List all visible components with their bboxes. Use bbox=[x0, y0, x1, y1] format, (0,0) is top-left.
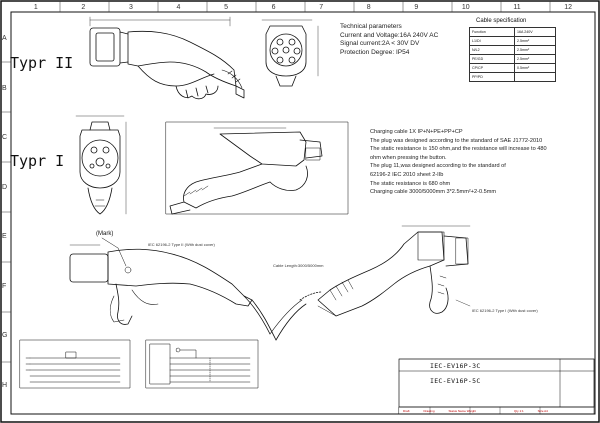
table-cell: PE/GD bbox=[469, 54, 515, 64]
type1-side-view bbox=[165, 121, 349, 215]
description-line: 62196-2 IEC 2010 sheet 2-IIb bbox=[370, 171, 444, 178]
grid-row-labels: A B C D E F G H bbox=[2, 14, 10, 410]
grid-row: D bbox=[2, 183, 8, 191]
grid-row: C bbox=[2, 134, 8, 142]
grid-col: 12 bbox=[564, 4, 573, 11]
grid-col: 4 bbox=[176, 4, 181, 11]
footer-cell: Draft bbox=[403, 408, 410, 413]
type2-front-view bbox=[261, 19, 319, 87]
table-header-cell: Function bbox=[469, 27, 515, 37]
description-line: Charging cable 3000/5000mm 3*2.5mm²+2-0.… bbox=[370, 189, 497, 196]
type2-assembly bbox=[69, 237, 277, 341]
table-cell: PP/PD bbox=[469, 72, 515, 82]
table-row: N/L2 2.5mm² bbox=[469, 45, 556, 55]
table-cell: L1/DI bbox=[469, 36, 515, 46]
grid-col: 8 bbox=[366, 4, 371, 11]
tech-param-line: Current and Voltage:16A 240V AC bbox=[340, 31, 439, 39]
model-number: IEC-EV16P-5C bbox=[430, 377, 481, 385]
grid-col: 9 bbox=[414, 4, 419, 11]
grid-col: 5 bbox=[224, 4, 228, 11]
description-block: Charging cable 1X IP+N+PE+PP+CP The plug… bbox=[370, 129, 547, 196]
grid-row: F bbox=[2, 282, 7, 290]
type2-label: Typr II bbox=[10, 54, 74, 72]
mark-label: (Mark) bbox=[96, 231, 114, 237]
grid-col: 10 bbox=[461, 4, 470, 11]
grid-col: 6 bbox=[271, 4, 276, 11]
tech-param-line: Signal current:2A < 30V DV bbox=[340, 40, 420, 47]
table-row: PE/GD 2.5mm² bbox=[469, 54, 556, 64]
table-cell: 0.5mm² bbox=[514, 63, 556, 73]
wiring-diagram-type1 bbox=[145, 339, 259, 389]
tech-param-line: Protection Degree: IP54 bbox=[340, 48, 410, 56]
grid-column-labels: 1 2 3 4 5 6 7 8 9 10 11 12 bbox=[12, 4, 594, 12]
footer-cell: Drawing bbox=[423, 408, 435, 413]
table-row: PP/PD bbox=[469, 72, 556, 82]
footer-cell: Qty 1:1 bbox=[514, 408, 524, 413]
table-row: Function 16A 240V bbox=[469, 27, 556, 37]
grid-row: A bbox=[2, 35, 7, 43]
grid-row: E bbox=[2, 233, 7, 241]
table-cell: CP/CP bbox=[469, 63, 515, 73]
grid-col: 1 bbox=[33, 4, 38, 11]
description-line: The plug 11,was designed according to th… bbox=[370, 163, 506, 170]
grid-row: G bbox=[2, 332, 8, 340]
description-line: The static resistance is 150 ohm,and the… bbox=[370, 146, 547, 153]
description-line: The static resistance is 680 ohm bbox=[370, 180, 451, 187]
table-header-cell: 16A 240V bbox=[514, 27, 556, 37]
title-block bbox=[398, 358, 595, 415]
cable bbox=[269, 291, 323, 341]
table-cell: 2.5mm² bbox=[514, 45, 556, 55]
cable-spec-caption: Cable specification bbox=[476, 18, 527, 24]
type1-assembly bbox=[317, 225, 471, 317]
grid-col: 11 bbox=[513, 4, 521, 11]
type2-callout: IEC 62196-2 Type II (With dust cover) bbox=[148, 242, 215, 247]
tech-params-heading: Technical parameters bbox=[340, 23, 402, 30]
table-cell: 2.5mm² bbox=[514, 36, 556, 46]
table-cell: N/L2 bbox=[469, 45, 515, 55]
grid-row: B bbox=[2, 84, 7, 92]
type1-label: Typr I bbox=[10, 152, 65, 170]
table-cell: 2.5mm² bbox=[514, 54, 556, 64]
technical-parameters: Technical parameters Current and Voltage… bbox=[340, 23, 439, 56]
table-row: CP/CP 0.5mm² bbox=[469, 63, 556, 73]
cable-spec-table: Function 16A 240V L1/DI 2.5mm² N/L2 2.5m… bbox=[469, 27, 556, 82]
type1-front-view bbox=[75, 115, 127, 215]
title-block-footer: Draft Drawing Status Name Weight Qty 1:1… bbox=[399, 407, 598, 414]
grid-col: 3 bbox=[128, 4, 133, 11]
wiring-diagram-type2 bbox=[19, 339, 131, 389]
model-number: IEC-EV16P-3C bbox=[430, 362, 481, 370]
table-cell bbox=[514, 72, 556, 82]
footer-cell: Status Name Weight bbox=[448, 408, 476, 413]
footer-cell: Size A4 bbox=[537, 408, 548, 413]
description-line: The plug was designed according to the s… bbox=[370, 137, 543, 144]
description-line: Charging cable 1X IP+N+PE+PP+CP bbox=[370, 129, 463, 135]
description-line: ohm when pressing the button. bbox=[370, 154, 447, 161]
table-row: L1/DI 2.5mm² bbox=[469, 36, 556, 46]
grid-row: H bbox=[2, 381, 8, 389]
grid-col: 7 bbox=[319, 4, 324, 11]
grid-col: 2 bbox=[81, 4, 86, 11]
type1-callout: IEC 62196-2 Type I (With dust cover) bbox=[472, 308, 538, 313]
type2-side-view bbox=[89, 16, 245, 100]
cable-length-label: Cable Length:3000/5000mm bbox=[273, 263, 324, 268]
